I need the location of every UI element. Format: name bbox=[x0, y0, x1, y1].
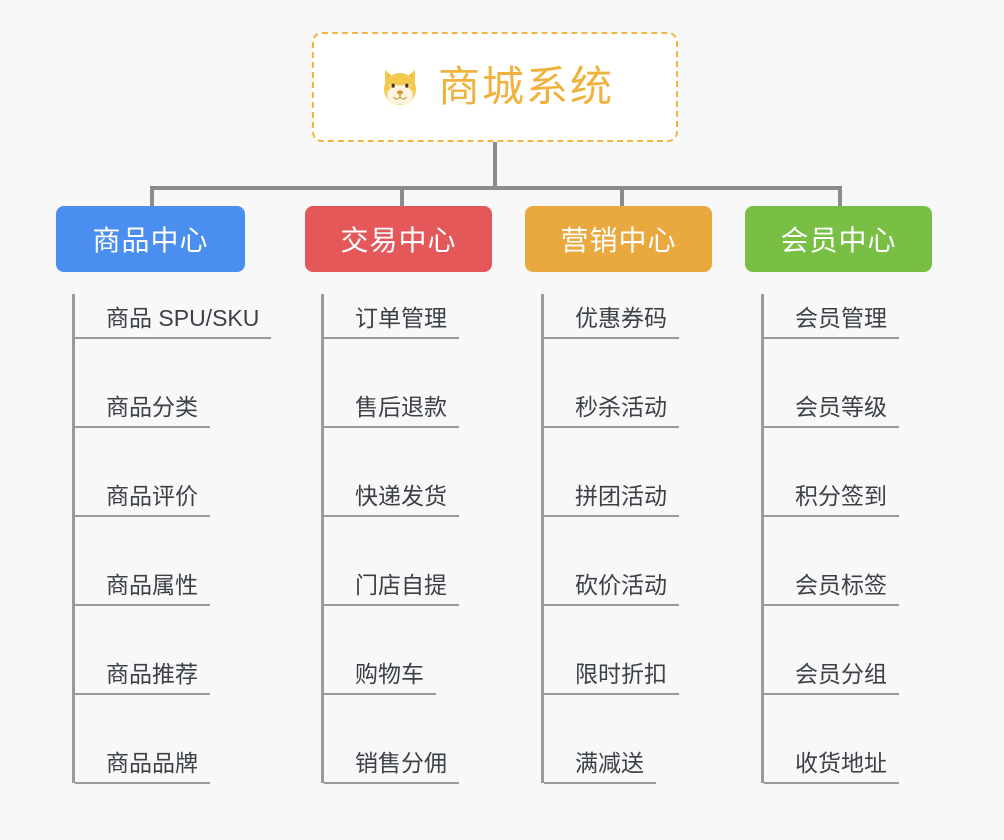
connector-root-stem bbox=[493, 142, 497, 190]
leaf-item-label: 商品评价 bbox=[75, 483, 210, 517]
leaf-item-label: 砍价活动 bbox=[544, 572, 679, 606]
leaf-item[interactable]: 商品评价 bbox=[75, 477, 210, 517]
leaf-item[interactable]: 收货地址 bbox=[764, 744, 899, 784]
connector-drop-2 bbox=[400, 186, 404, 208]
branch-header-3[interactable]: 营销中心 bbox=[525, 206, 712, 272]
root-node[interactable]: 商城系统 bbox=[312, 32, 678, 142]
branch-header-2[interactable]: 交易中心 bbox=[305, 206, 492, 272]
branch-header-label: 会员中心 bbox=[780, 225, 897, 256]
leaf-item[interactable]: 会员分组 bbox=[764, 655, 899, 695]
leaf-item[interactable]: 限时折扣 bbox=[544, 655, 679, 695]
leaf-item-label: 满减送 bbox=[544, 750, 656, 784]
leaf-spine bbox=[321, 294, 324, 783]
leaf-spine bbox=[541, 294, 544, 783]
leaf-item-label: 销售分佣 bbox=[324, 750, 459, 784]
leaf-item[interactable]: 秒杀活动 bbox=[544, 388, 679, 428]
leaf-item[interactable]: 商品属性 bbox=[75, 566, 210, 606]
leaf-item-label: 商品推荐 bbox=[75, 661, 210, 695]
root-title: 商城系统 bbox=[437, 63, 614, 110]
leaf-item[interactable]: 会员等级 bbox=[764, 388, 899, 428]
leaf-spine bbox=[761, 294, 764, 783]
leaf-item-label: 订单管理 bbox=[324, 305, 459, 339]
leaf-item-label: 会员标签 bbox=[764, 572, 899, 606]
shiba-dog-face-icon bbox=[376, 63, 424, 111]
leaf-spine bbox=[72, 294, 75, 783]
connector-drop-3 bbox=[620, 186, 624, 208]
leaf-item[interactable]: 销售分佣 bbox=[324, 744, 459, 784]
leaf-item[interactable]: 商品分类 bbox=[75, 388, 210, 428]
leaf-item-label: 会员管理 bbox=[764, 305, 899, 339]
branch-column-1: 商品中心 商品 SPU/SKU 商品分类 商品评价 商品属性 商品推荐 商品品牌 bbox=[56, 206, 272, 784]
leaf-item-label: 拼团活动 bbox=[544, 483, 679, 517]
leaf-item[interactable]: 商品推荐 bbox=[75, 655, 210, 695]
leaf-item[interactable]: 门店自提 bbox=[324, 566, 459, 606]
leaf-item[interactable]: 会员标签 bbox=[764, 566, 899, 606]
branch-column-2: 交易中心 订单管理 售后退款 快递发货 门店自提 购物车 销售分佣 bbox=[305, 206, 492, 784]
leaf-item[interactable]: 砍价活动 bbox=[544, 566, 679, 606]
leaf-item-label: 门店自提 bbox=[324, 572, 459, 606]
leaf-item[interactable]: 快递发货 bbox=[324, 477, 459, 517]
leaf-item-label: 商品属性 bbox=[75, 572, 210, 606]
branch-header-label: 交易中心 bbox=[340, 225, 457, 256]
connector-drop-1 bbox=[150, 186, 154, 208]
leaf-item-label: 优惠券码 bbox=[544, 305, 679, 339]
leaf-item[interactable]: 积分签到 bbox=[764, 477, 899, 517]
leaf-item-label: 会员分组 bbox=[764, 661, 899, 695]
branch-header-label: 商品中心 bbox=[92, 225, 209, 256]
leaf-item-label: 快递发货 bbox=[324, 483, 459, 517]
leaf-item[interactable]: 订单管理 bbox=[324, 299, 459, 339]
leaf-item-label: 购物车 bbox=[324, 661, 436, 695]
connector-drop-4 bbox=[838, 186, 842, 208]
leaf-item-label: 秒杀活动 bbox=[544, 394, 679, 428]
leaf-item-label: 商品品牌 bbox=[75, 750, 210, 784]
leaf-item[interactable]: 优惠券码 bbox=[544, 299, 679, 339]
leaf-item[interactable]: 商品品牌 bbox=[75, 744, 210, 784]
leaf-item[interactable]: 商品 SPU/SKU bbox=[75, 299, 272, 339]
leaf-item-label: 积分签到 bbox=[764, 483, 899, 517]
leaf-item-label: 商品分类 bbox=[75, 394, 210, 428]
branch-header-1[interactable]: 商品中心 bbox=[56, 206, 245, 272]
leaf-item-label: 售后退款 bbox=[324, 394, 459, 428]
leaf-item-label: 商品 SPU/SKU bbox=[75, 305, 272, 339]
leaf-item[interactable]: 售后退款 bbox=[324, 388, 459, 428]
leaf-item-label: 收货地址 bbox=[764, 750, 899, 784]
branch-column-3: 营销中心 优惠券码 秒杀活动 拼团活动 砍价活动 限时折扣 满减送 bbox=[525, 206, 712, 784]
leaf-item[interactable]: 拼团活动 bbox=[544, 477, 679, 517]
connector-horizontal-bus bbox=[150, 186, 840, 190]
leaf-item-label: 限时折扣 bbox=[544, 661, 679, 695]
branch-header-4[interactable]: 会员中心 bbox=[745, 206, 932, 272]
leaf-item[interactable]: 购物车 bbox=[324, 655, 436, 695]
leaf-item-label: 会员等级 bbox=[764, 394, 899, 428]
branch-column-4: 会员中心 会员管理 会员等级 积分签到 会员标签 会员分组 收货地址 bbox=[745, 206, 932, 784]
leaf-item[interactable]: 会员管理 bbox=[764, 299, 899, 339]
leaf-item[interactable]: 满减送 bbox=[544, 744, 656, 784]
branch-header-label: 营销中心 bbox=[560, 225, 677, 256]
